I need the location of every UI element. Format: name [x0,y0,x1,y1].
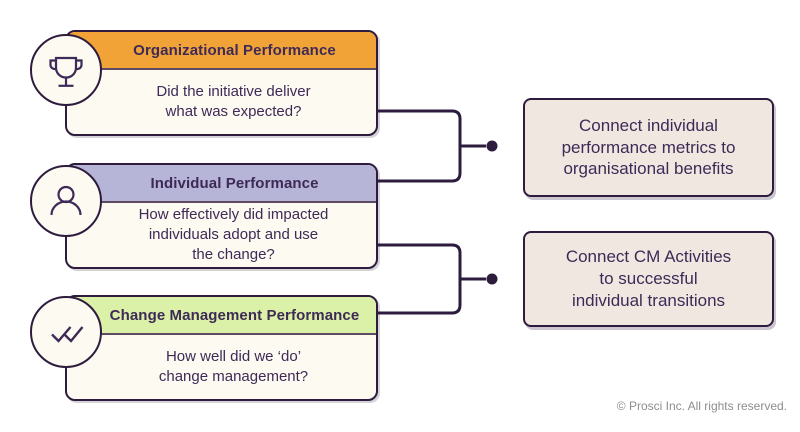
card-title: Change Management Performance [109,306,360,324]
icon-circle [30,165,102,237]
card-header: Organizational Performance [67,32,376,70]
callout-box-individual-to-org: Connect individual performance metrics t… [523,98,774,197]
callout-text: Connect individual performance metrics t… [561,115,736,179]
performance-card-change-management: Change Management Performance How well d… [65,295,378,401]
card-body-text: How effectively did impacted individuals… [138,205,329,264]
connector-dot-top [486,140,498,152]
callout-text: Connect CM Activities to successful indi… [565,247,732,310]
footer-copyright: © Prosci Inc. All rights reserved. [616,399,787,413]
card-body-text: How well did we ‘do’ change management? [158,347,309,385]
performance-card-organizational: Organizational Performance Did the initi… [65,30,378,136]
icon-circle [30,296,102,368]
performance-card-individual: Individual Performance How effectively d… [65,163,378,269]
person-icon [44,179,88,223]
connector-bracket-bottom [378,243,462,315]
card-title: Individual Performance [150,174,319,192]
connector-dot-bottom [486,273,498,285]
card-body-text: Did the initiative deliver what was expe… [156,82,311,120]
icon-circle [30,34,102,106]
double-check-icon [44,310,88,354]
trophy-icon [44,48,88,92]
card-header: Individual Performance [67,165,376,203]
connector-bracket-top [378,109,462,183]
card-header: Change Management Performance [67,297,376,335]
callout-box-cm-to-individual: Connect CM Activities to successful indi… [523,231,774,327]
card-title: Organizational Performance [133,41,336,59]
